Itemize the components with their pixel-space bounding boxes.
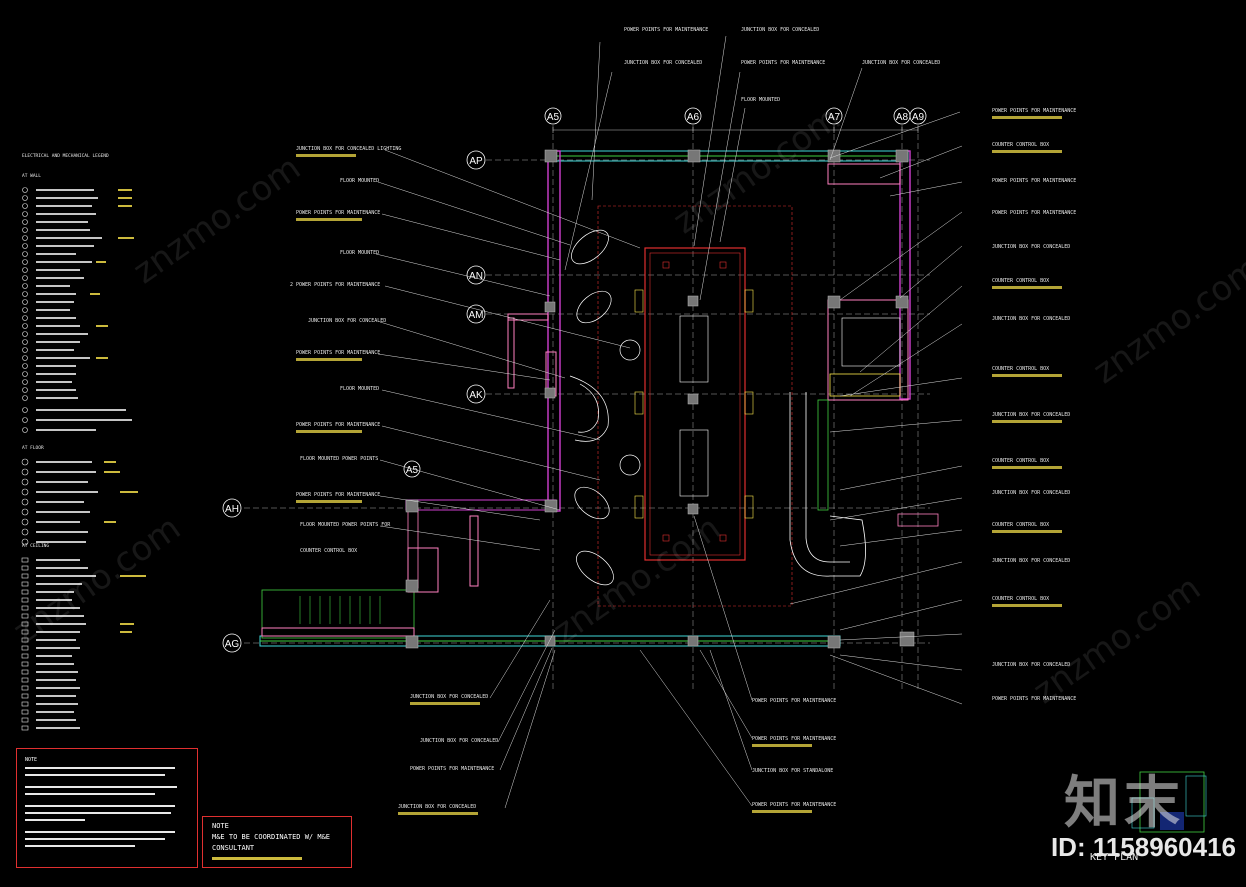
grid-label-an: AN (469, 271, 483, 282)
leader-lines (375, 35, 963, 809)
callout-left-4: FLOOR MOUNTED (340, 250, 379, 256)
callout-bottom-2: JUNCTION BOX FOR CONCEALED (420, 738, 498, 744)
callout-top-4: POWER POINTS FOR MAINTENANCE (741, 60, 825, 66)
callout-right-3: POWER POINTS FOR MAINTENANCE (992, 178, 1076, 184)
legend-title: ELECTRICAL AND MECHANICAL LEGEND (22, 154, 109, 159)
callout-left-1: JUNCTION BOX FOR CONCEALED LIGHTING (296, 146, 401, 152)
callout-top-1: POWER POINTS FOR MAINTENANCE (624, 27, 708, 33)
grid-label-ah: AH (225, 504, 239, 515)
callout-bottom-4: JUNCTION BOX FOR CONCEALED (398, 804, 476, 810)
callout-left-6: JUNCTION BOX FOR CONCEALED (308, 318, 386, 324)
callout-top-3: JUNCTION BOX FOR CONCEALED (741, 27, 819, 33)
grid-label-ag: AG (225, 639, 240, 650)
columns (405, 149, 915, 649)
callout-left-10: FLOOR MOUNTED POWER POINTS (300, 456, 378, 462)
dimension-line (552, 127, 919, 133)
grid-label-ap: AP (469, 156, 483, 167)
coordination-note-line1: M&E TO BE COORDINATED W/ M&E (212, 833, 331, 841)
callout-right-9: JUNCTION BOX FOR CONCEALED (992, 412, 1070, 418)
callout-bottom-5: POWER POINTS FOR MAINTENANCE (752, 698, 836, 704)
callout-left-9: POWER POINTS FOR MAINTENANCE (296, 422, 380, 428)
walls (259, 150, 911, 647)
callout-bottom-1: JUNCTION BOX FOR CONCEALED (410, 694, 488, 700)
grid-label-a5: A5 (547, 112, 560, 123)
key-plan-thumbnail (1131, 771, 1207, 833)
callout-top-6: JUNCTION BOX FOR CONCEALED (862, 60, 940, 66)
general-notes-title: NOTE (25, 757, 38, 763)
grid-label-a9: A9 (912, 112, 925, 123)
callout-right-14: COUNTER CONTROL BOX (992, 596, 1049, 602)
grid-label-a8: A8 (896, 112, 909, 123)
callouts-bottom: JUNCTION BOX FOR CONCEALED JUNCTION BOX … (398, 694, 836, 815)
callout-bottom-3: POWER POINTS FOR MAINTENANCE (410, 766, 494, 772)
general-notes-box: NOTE (16, 748, 198, 868)
callout-left-12: FLOOR MOUNTED POWER POINTS FOR (300, 522, 391, 528)
grid-label-ak: AK (469, 390, 483, 401)
callout-top-5: FLOOR MOUNTED (741, 97, 780, 103)
brand-logo: 知末 (1064, 771, 1184, 836)
callout-left-2: FLOOR MOUNTED (340, 178, 379, 184)
callout-left-3: POWER POINTS FOR MAINTENANCE (296, 210, 380, 216)
image-id: ID: 1158960416 (1050, 832, 1236, 862)
callouts-top: POWER POINTS FOR MAINTENANCE JUNCTION BO… (624, 27, 940, 103)
legend-lines (36, 189, 132, 729)
callout-right-13: JUNCTION BOX FOR CONCEALED (992, 558, 1070, 564)
callout-left-5: 2 POWER POINTS FOR MAINTENANCE (290, 282, 380, 288)
coordination-note-title: NOTE (212, 822, 229, 830)
callout-right-15: JUNCTION BOX FOR CONCEALED (992, 662, 1070, 668)
grid-bubble-labels: A5 A6 A7 A8 A9 AP AN AM AK AH AG A5 (225, 112, 925, 650)
callout-right-16: POWER POINTS FOR MAINTENANCE (992, 696, 1076, 702)
callout-bottom-7: JUNCTION BOX FOR STANDALONE (752, 768, 833, 774)
callout-left-13: COUNTER CONTROL BOX (300, 548, 357, 554)
callout-right-5: JUNCTION BOX FOR CONCEALED (992, 244, 1070, 250)
callout-right-10: COUNTER CONTROL BOX (992, 458, 1049, 464)
curved-counter (789, 392, 939, 577)
legend-section-wall: AT WALL (22, 174, 41, 179)
coordination-note-chinese (212, 857, 302, 860)
key-plan-label: KEY PLAN (1090, 852, 1139, 863)
legend-section-ceiling: AT CEILING (22, 544, 50, 549)
stair (299, 596, 381, 624)
callouts-right: POWER POINTS FOR MAINTENANCE COUNTER CON… (992, 108, 1076, 702)
callouts-left: JUNCTION BOX FOR CONCEALED LIGHTING FLOO… (290, 146, 401, 554)
grid-label-mid-a5: A5 (406, 465, 419, 476)
coordination-note-box: NOTE M&E TO BE COORDINATED W/ M&E CONSUL… (202, 816, 352, 868)
callout-right-1: POWER POINTS FOR MAINTENANCE (992, 108, 1076, 114)
legend-chinese-lines (90, 189, 146, 633)
legend-symbols (21, 187, 29, 731)
fixture-symbols (634, 261, 754, 542)
callout-right-6: COUNTER CONTROL BOX (992, 278, 1049, 284)
callout-right-4: POWER POINTS FOR MAINTENANCE (992, 210, 1076, 216)
callout-left-8: FLOOR MOUNTED (340, 386, 379, 392)
callout-right-7: JUNCTION BOX FOR CONCEALED (992, 316, 1070, 322)
callout-right-2: COUNTER CONTROL BOX (992, 142, 1049, 148)
callout-right-8: COUNTER CONTROL BOX (992, 366, 1049, 372)
coordination-note-line2: CONSULTANT (212, 844, 255, 852)
callout-right-11: JUNCTION BOX FOR CONCEALED (992, 490, 1070, 496)
legend-section-floor: AT FLOOR (22, 446, 44, 451)
callout-bottom-6: POWER POINTS FOR MAINTENANCE (752, 736, 836, 742)
grid-label-a6: A6 (687, 112, 700, 123)
callout-left-7: POWER POINTS FOR MAINTENANCE (296, 350, 380, 356)
grid-label-a7: A7 (828, 112, 841, 123)
callout-bottom-8: POWER POINTS FOR MAINTENANCE (752, 802, 836, 808)
display-fixtures (569, 229, 641, 586)
grid-label-am: AM (469, 310, 484, 321)
general-notes-lines (25, 767, 185, 847)
callout-top-2: JUNCTION BOX FOR CONCEALED (624, 60, 702, 66)
callout-right-12: COUNTER CONTROL BOX (992, 522, 1049, 528)
grid-bubbles (222, 107, 927, 653)
callout-left-11: POWER POINTS FOR MAINTENANCE (296, 492, 380, 498)
